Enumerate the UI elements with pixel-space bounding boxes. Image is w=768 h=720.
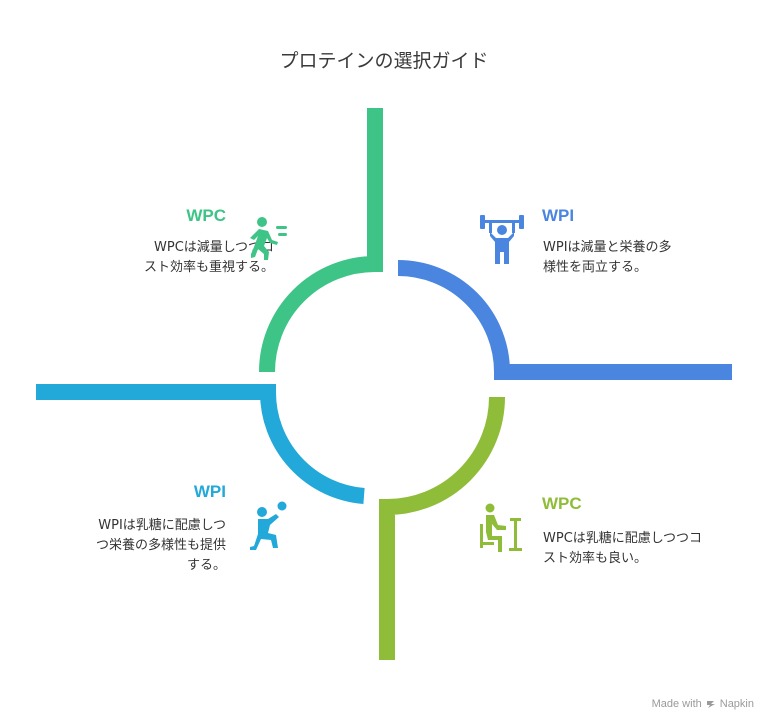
quadrant-title-bottom-left: WPI xyxy=(193,482,226,501)
segment-top-right xyxy=(397,260,732,380)
segment-top-left xyxy=(259,108,383,373)
napkin-watermark[interactable]: Made with Napkin xyxy=(652,698,754,710)
desc-line: WPCは減量しつつコ xyxy=(154,240,274,255)
segment-bottom-right xyxy=(379,396,505,660)
seated-exercise-icon xyxy=(480,503,522,552)
napkin-logo-icon xyxy=(706,701,715,708)
watermark-brand: Napkin xyxy=(719,698,754,710)
page-title: プロテインの選択ガイド xyxy=(279,50,489,72)
running-person-icon xyxy=(250,217,287,260)
desc-line: WPCは乳糖に配慮しつつコ xyxy=(543,531,702,546)
desc-line: WPIは減量と栄養の多 xyxy=(543,240,672,255)
segment-bottom-left xyxy=(36,384,365,504)
quadrant-title-bottom-right: WPC xyxy=(542,494,582,513)
desc-line: スト効率も良い。 xyxy=(543,551,648,566)
desc-line: つ栄養の多様性も提供 xyxy=(95,538,226,553)
desc-line: WPIは乳糖に配慮しつ xyxy=(98,518,226,533)
desc-line: 様性を両立する。 xyxy=(543,260,648,275)
kneeling-athlete-icon xyxy=(250,501,287,550)
watermark-prefix: Made with xyxy=(651,698,702,710)
quadrant-title-top-right: WPI xyxy=(542,206,575,225)
quadrant-desc-top-right: WPIは減量と栄養の多 様性を両立する。 xyxy=(543,238,672,278)
quadrant-desc-top-left: WPCは減量しつつコ スト効率も重視する。 xyxy=(144,238,274,278)
quadrant-title-top-left: WPC xyxy=(186,206,226,225)
weightlifter-icon xyxy=(480,215,524,264)
desc-line: スト効率も重視する。 xyxy=(143,260,274,275)
quadrant-desc-bottom-right: WPCは乳糖に配慮しつつコ スト効率も良い。 xyxy=(543,529,702,569)
quadrant-desc-bottom-left: WPIは乳糖に配慮しつ つ栄養の多様性も提供 する。 xyxy=(96,516,226,576)
desc-line: する。 xyxy=(186,558,226,573)
